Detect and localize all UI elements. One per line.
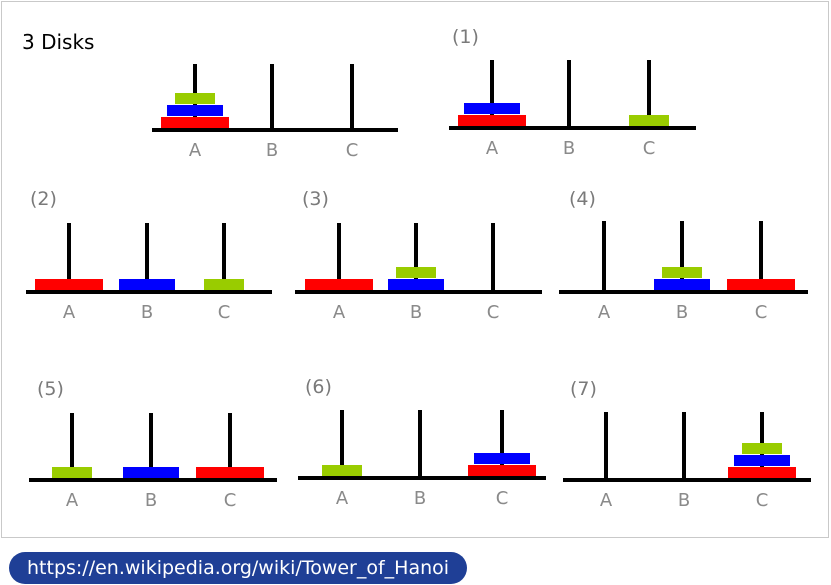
peg-a bbox=[337, 223, 341, 290]
peg-label-a: A bbox=[189, 140, 202, 161]
peg-label-b: B bbox=[676, 302, 688, 323]
base-line bbox=[295, 290, 542, 294]
peg-c bbox=[759, 221, 763, 290]
base-line bbox=[29, 478, 277, 482]
peg-label-b: B bbox=[678, 490, 690, 511]
step-label: (1) bbox=[452, 26, 479, 48]
state-panel-1: (1) A B C bbox=[449, 26, 696, 159]
disk-medium bbox=[123, 467, 179, 478]
base-line bbox=[26, 290, 272, 294]
state-panel-5: (5) A B C bbox=[29, 378, 277, 511]
disk-medium bbox=[654, 279, 710, 290]
peg-label-c: C bbox=[643, 138, 656, 159]
disk-small bbox=[662, 267, 702, 278]
disk-small bbox=[629, 115, 669, 126]
peg-label-b: B bbox=[414, 488, 426, 509]
peg-b bbox=[680, 221, 684, 290]
peg-c bbox=[491, 223, 495, 290]
state-panel-0: A B C bbox=[152, 64, 398, 161]
state-panel-4: (4) A B C bbox=[559, 188, 808, 323]
step-label: (3) bbox=[302, 188, 329, 210]
peg-label-c: C bbox=[496, 488, 509, 509]
diagram-frame: 3 Disks A B C (1) A B C (2) A B C (3) A B C (4) A B C (5) A B… bbox=[1, 1, 829, 538]
disk-medium bbox=[464, 103, 520, 114]
disk-medium bbox=[167, 105, 223, 116]
disk-small bbox=[175, 93, 215, 104]
peg-a bbox=[67, 223, 71, 290]
peg-label-b: B bbox=[410, 302, 422, 323]
peg-c bbox=[222, 223, 226, 290]
peg-b bbox=[682, 412, 686, 478]
diagram-title: 3 Disks bbox=[22, 30, 94, 54]
base-line bbox=[298, 476, 546, 480]
step-label: (6) bbox=[305, 376, 332, 398]
peg-label-a: A bbox=[336, 488, 349, 509]
peg-b bbox=[270, 64, 274, 128]
state-panel-6: (6) A B C bbox=[298, 376, 546, 509]
peg-b bbox=[149, 413, 153, 478]
peg-label-c: C bbox=[218, 302, 231, 323]
peg-label-b: B bbox=[141, 302, 153, 323]
disk-large bbox=[161, 117, 229, 128]
peg-label-c: C bbox=[224, 490, 237, 511]
step-label: (2) bbox=[30, 188, 57, 210]
source-url-link[interactable]: https://en.wikipedia.org/wiki/Tower_of_H… bbox=[9, 552, 468, 584]
peg-a bbox=[70, 413, 74, 478]
disk-small bbox=[396, 267, 436, 278]
disk-small bbox=[742, 443, 782, 454]
peg-c bbox=[350, 64, 354, 128]
disk-medium bbox=[474, 453, 530, 464]
base-line bbox=[559, 290, 808, 294]
peg-label-a: A bbox=[63, 302, 76, 323]
peg-label-c: C bbox=[346, 140, 359, 161]
peg-a bbox=[604, 412, 608, 478]
peg-c bbox=[500, 410, 504, 476]
disk-medium bbox=[734, 455, 790, 466]
peg-b bbox=[567, 60, 571, 126]
step-label: (4) bbox=[569, 188, 596, 210]
peg-b bbox=[418, 410, 422, 476]
disk-small bbox=[204, 279, 244, 290]
disk-large bbox=[727, 279, 795, 290]
disk-large bbox=[458, 115, 526, 126]
disk-large bbox=[35, 279, 103, 290]
peg-label-c: C bbox=[755, 302, 768, 323]
peg-b bbox=[145, 223, 149, 290]
state-panel-2: (2) A B C bbox=[26, 188, 272, 323]
disk-large bbox=[305, 279, 373, 290]
base-line bbox=[563, 478, 811, 482]
peg-label-b: B bbox=[563, 138, 575, 159]
disk-medium bbox=[388, 279, 444, 290]
disk-large bbox=[728, 467, 796, 478]
state-panel-3: (3) A B C bbox=[295, 188, 542, 323]
peg-label-a: A bbox=[598, 302, 611, 323]
peg-label-b: B bbox=[266, 140, 278, 161]
disk-large bbox=[468, 465, 536, 476]
peg-label-b: B bbox=[145, 490, 157, 511]
step-label: (7) bbox=[570, 378, 597, 400]
base-line bbox=[449, 126, 696, 130]
tower-of-hanoi-diagram: 3 Disks A B C (1) A B C (2) A B C (3) A B C (4) A B C (5) A B… bbox=[22, 26, 811, 511]
disk-small bbox=[322, 465, 362, 476]
peg-label-c: C bbox=[487, 302, 500, 323]
base-line bbox=[152, 128, 398, 132]
peg-c bbox=[228, 413, 232, 478]
peg-c bbox=[647, 60, 651, 126]
step-label: (5) bbox=[37, 378, 64, 400]
peg-label-a: A bbox=[486, 138, 499, 159]
peg-a bbox=[602, 221, 606, 290]
peg-label-a: A bbox=[333, 302, 346, 323]
peg-b bbox=[414, 223, 418, 290]
state-panel-7: (7) A B C bbox=[563, 378, 811, 511]
peg-label-c: C bbox=[756, 490, 769, 511]
disk-small bbox=[52, 467, 92, 478]
disk-large bbox=[196, 467, 264, 478]
disk-medium bbox=[119, 279, 175, 290]
peg-label-a: A bbox=[600, 490, 613, 511]
peg-a bbox=[490, 60, 494, 126]
peg-label-a: A bbox=[66, 490, 79, 511]
peg-a bbox=[340, 410, 344, 476]
